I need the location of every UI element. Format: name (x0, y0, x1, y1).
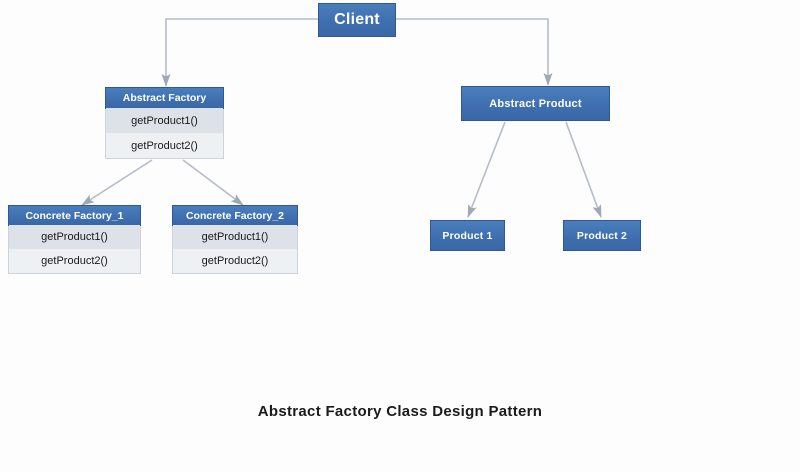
node-concrete-factory-2-label: Concrete Factory_2 (185, 209, 285, 222)
diagram-caption: Abstract Factory Class Design Pattern (0, 403, 800, 420)
node-product-1[interactable]: Product 1 (430, 220, 505, 251)
method-label: getProduct2() (41, 255, 108, 267)
node-product-2[interactable]: Product 2 (563, 220, 641, 251)
node-concrete-factory-2-method-1: getProduct1() (173, 225, 297, 249)
edge-abstract-product-product-2 (565, 121, 602, 218)
node-concrete-factory-2-header: Concrete Factory_2 (172, 205, 298, 226)
node-concrete-factory-1-method-2: getProduct2() (9, 249, 140, 273)
method-label: getProduct1() (131, 114, 198, 127)
node-abstract-product-label: Abstract Product (489, 97, 582, 110)
node-client[interactable]: Client (318, 3, 396, 37)
node-concrete-factory-2-method-2: getProduct2() (173, 249, 297, 273)
node-abstract-factory-label: Abstract Factory (122, 92, 207, 104)
node-concrete-factory-1[interactable]: Concrete Factory_1 getProduct1() getProd… (8, 205, 141, 274)
edge-abstract-product-product-1 (467, 121, 506, 218)
node-abstract-factory-method-1: getProduct1() (106, 108, 223, 133)
method-label: getProduct1() (41, 231, 108, 243)
node-abstract-factory-method-2: getProduct2() (106, 133, 223, 158)
node-abstract-product[interactable]: Abstract Product (461, 86, 610, 121)
method-label: getProduct2() (201, 255, 269, 267)
edge-client-abstract-product (396, 18, 553, 86)
edge-client-abstract-factory (161, 18, 318, 87)
node-concrete-factory-1-method-1: getProduct1() (9, 225, 140, 249)
node-product-2-label: Product 2 (576, 229, 628, 242)
node-concrete-factory-1-label: Concrete Factory_1 (25, 209, 124, 222)
node-concrete-factory-2[interactable]: Concrete Factory_2 getProduct1() getProd… (172, 205, 298, 274)
node-abstract-factory[interactable]: Abstract Factory getProduct1() getProduc… (105, 87, 224, 159)
diagram-caption-text: Abstract Factory Class Design Pattern (257, 403, 543, 420)
node-product-1-label: Product 1 (442, 229, 493, 242)
node-abstract-factory-header: Abstract Factory (105, 87, 224, 109)
edge-abstract-factory-concrete-factory-2 (182, 159, 244, 206)
method-label: getProduct2() (131, 139, 198, 152)
edge-abstract-factory-concrete-factory-1 (81, 159, 153, 206)
node-client-label: Client (334, 11, 380, 28)
method-label: getProduct1() (201, 231, 269, 243)
node-concrete-factory-1-header: Concrete Factory_1 (8, 205, 141, 226)
